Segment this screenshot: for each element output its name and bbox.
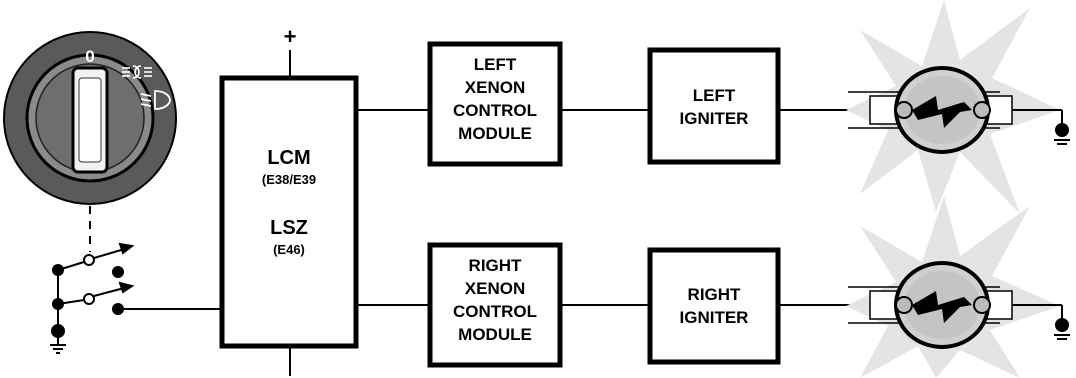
left-igniter-line-1: LEFT (693, 86, 736, 105)
right-xenon-control-module (427, 242, 563, 368)
left-xenon-lamp (846, 0, 1070, 214)
controller-lcm-models: (E38/E39 (262, 172, 316, 187)
left-module-line-2: XENON (465, 78, 525, 97)
controller-lsz-model: (E46) (273, 242, 305, 257)
left-module-line-1: LEFT (474, 55, 517, 74)
right-module-line-3: CONTROL (453, 302, 537, 321)
left-xenon-control-module (427, 41, 563, 167)
switch-position-zero: 0 (85, 47, 94, 66)
lcm-controller-box (219, 75, 359, 349)
left-module-line-3: CONTROL (453, 101, 537, 120)
right-module-line-1: RIGHT (469, 256, 523, 275)
left-module-line-4: MODULE (458, 124, 532, 143)
left-igniter (647, 47, 781, 165)
right-xenon-lamp (846, 196, 1070, 378)
light-switch-knob (3, 31, 177, 205)
left-igniter-line-2: IGNITER (680, 109, 749, 128)
right-igniter (647, 247, 781, 365)
controller-lcm-label: LCM (267, 147, 310, 169)
controller-lsz-label: LSZ (270, 217, 308, 239)
switch-contacts (50, 242, 135, 354)
plus-label: + (284, 24, 297, 49)
right-igniter-line-1: RIGHT (688, 285, 742, 304)
right-module-line-2: XENON (465, 279, 525, 298)
right-module-line-4: MODULE (458, 325, 532, 344)
parking-light-icon (122, 65, 152, 79)
low-beam-icon (140, 90, 171, 110)
right-igniter-line-2: IGNITER (680, 308, 749, 327)
